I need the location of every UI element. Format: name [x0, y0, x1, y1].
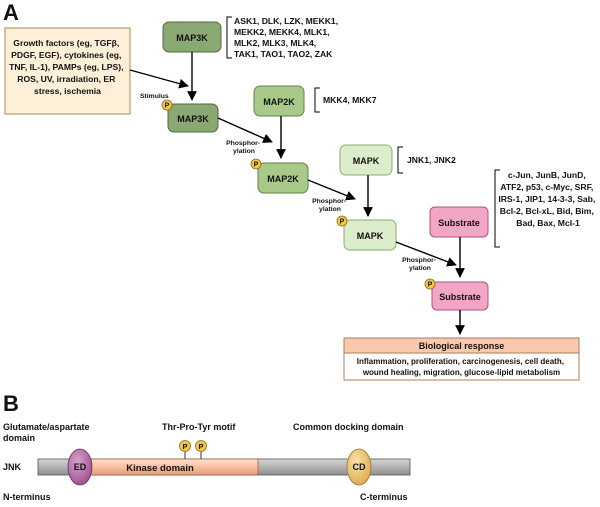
docking-domain-label: Common docking domain	[293, 422, 404, 432]
phospho-icon	[336, 215, 348, 227]
phospho-icon	[195, 440, 207, 452]
kinase-domain-label: Kinase domain	[126, 463, 194, 474]
protein-name: JNK	[3, 462, 22, 472]
map2k-bracket	[314, 87, 320, 113]
mapk-phospho-label: MAPK	[357, 231, 384, 241]
stimuli-text: Growth factors (eg, TGFβ, PDGF, EGF), cy…	[9, 38, 126, 96]
phospho-symbol: P	[165, 103, 170, 110]
substrate-member-line: IRS-1, JIP1, 14-3-3, Sab,	[498, 194, 595, 204]
map2k-phospho-label: MAP2K	[267, 174, 299, 184]
mapk-phospho-node	[343, 219, 397, 251]
panel-a: A Growth factors (eg, TGFβ, PDGF, EGF), …	[3, 0, 597, 381]
panel-b-label: B	[3, 391, 19, 416]
phosphorylation-label-line: Phosphor-	[402, 257, 436, 264]
map2k-label: MAP2K	[263, 97, 295, 107]
phospho-icon	[179, 440, 191, 452]
response-line: Inflammation, proliferation, carcinogene…	[357, 357, 564, 366]
map3k-member-line: MEKK2, MEKK4, MLK1,	[234, 27, 330, 37]
substrate-member-line: Bad, Bax, Mcl-1	[516, 218, 580, 228]
substrate-bracket	[494, 169, 500, 248]
phospho-icon	[161, 99, 173, 111]
phosphorylation-label-1: Phosphor- ylation	[226, 140, 262, 155]
phosphorylation-label-line: Phosphor-	[312, 198, 346, 205]
map3k-member-line: ASK1, DLK, LZK, MEKK1,	[234, 16, 338, 26]
cd-domain	[346, 448, 372, 486]
phosphorylation-arrow-2	[307, 179, 356, 201]
response-title-band	[343, 337, 580, 354]
response-text: Inflammation, proliferation, carcinogene…	[357, 357, 566, 377]
phosphorylation-arrow-3	[395, 241, 457, 267]
substrate-phospho-label: Substrate	[439, 292, 481, 302]
map3k-phospho-label: MAP3K	[177, 114, 209, 124]
stimuli-line: PDGF, EGF), cytokines (eg,	[11, 50, 121, 60]
glutamate-domain-line: domain	[3, 433, 35, 443]
phosphorylation-label-3: Phosphor- ylation	[402, 257, 438, 272]
stimuli-box	[4, 27, 131, 115]
phospho-icon	[424, 278, 436, 290]
map3k-bracket	[226, 16, 232, 59]
phosphorylation-label-line: ylation	[409, 265, 431, 272]
panel-b: B Glutamate/aspartate domain Thr-Pro-Tyr…	[3, 391, 411, 502]
response-line: wound healing, migration, glucose-lipid …	[362, 368, 560, 377]
phosphorylation-arrow-1	[217, 117, 273, 143]
phospho-symbol: P	[428, 282, 433, 289]
stimuli-line: TNF, IL-1), PAMPs (eg, LPS),	[9, 62, 123, 72]
panel-a-label: A	[3, 0, 19, 25]
phospho-symbol: P	[340, 219, 345, 226]
substrate-members: c-Jun, JunB, JunD, ATF2, p53, c-Myc, SRF…	[498, 170, 597, 228]
map2k-phospho-node	[257, 162, 309, 194]
phosphorylation-label-line: ylation	[319, 206, 341, 213]
map3k-members: ASK1, DLK, LZK, MEKK1, MEKK2, MEKK4, MLK…	[234, 16, 340, 59]
cd-domain-label: CD	[353, 462, 366, 472]
stimulus-label: Stimulus	[140, 93, 169, 100]
mapk-bracket	[397, 146, 403, 174]
response-title: Biological response	[419, 341, 505, 351]
substrate-member-line: c-Jun, JunB, JunD,	[508, 170, 586, 180]
map2k-members: MKK4, MKK7	[323, 95, 377, 105]
mapk-label: MAPK	[353, 156, 380, 166]
substrate-member-line: Bcl-2, Bcl-xL, Bid, Bim,	[500, 206, 594, 216]
phospho-symbol: P	[198, 442, 203, 451]
stimulus-arrow	[129, 69, 189, 89]
stimuli-line: ROS, UV, irradiation, ER	[17, 74, 116, 84]
substrate-member-line: ATF2, p53, c-Myc, SRF,	[500, 182, 593, 192]
mapk-node	[339, 144, 393, 176]
map3k-member-line: MLK2, MLK3, MLK4,	[234, 38, 316, 48]
phospho-symbol: P	[182, 442, 187, 451]
n-terminus-label: N-terminus	[3, 492, 51, 502]
stimuli-line: stress, ischemia	[34, 86, 101, 96]
phospho-icon	[250, 158, 262, 170]
glutamate-domain-line: Glutamate/aspartate	[3, 422, 90, 432]
map3k-label: MAP3K	[176, 33, 208, 43]
map3k-member-line: TAK1, TAO1, TAO2, ZAK	[234, 49, 333, 59]
substrate-node	[429, 206, 489, 238]
ed-domain	[67, 448, 93, 486]
ed-domain-label: ED	[74, 462, 87, 472]
c-terminus-label: C-terminus	[360, 492, 408, 502]
phosphorylation-label-line: ylation	[233, 148, 255, 155]
phospho-symbol: P	[254, 162, 259, 169]
map2k-node	[253, 85, 305, 117]
substrate-label: Substrate	[438, 218, 480, 228]
mapk-members: JNK1, JNK2	[407, 155, 456, 165]
stimuli-line: Growth factors (eg, TGFβ,	[13, 38, 119, 48]
phosphorylation-label-line: Phosphor-	[226, 140, 260, 147]
phosphorylation-label-2: Phosphor- ylation	[312, 198, 348, 213]
glutamate-domain-label: Glutamate/aspartate domain	[3, 422, 92, 443]
motif-label: Thr-Pro-Tyr motif	[162, 422, 236, 432]
